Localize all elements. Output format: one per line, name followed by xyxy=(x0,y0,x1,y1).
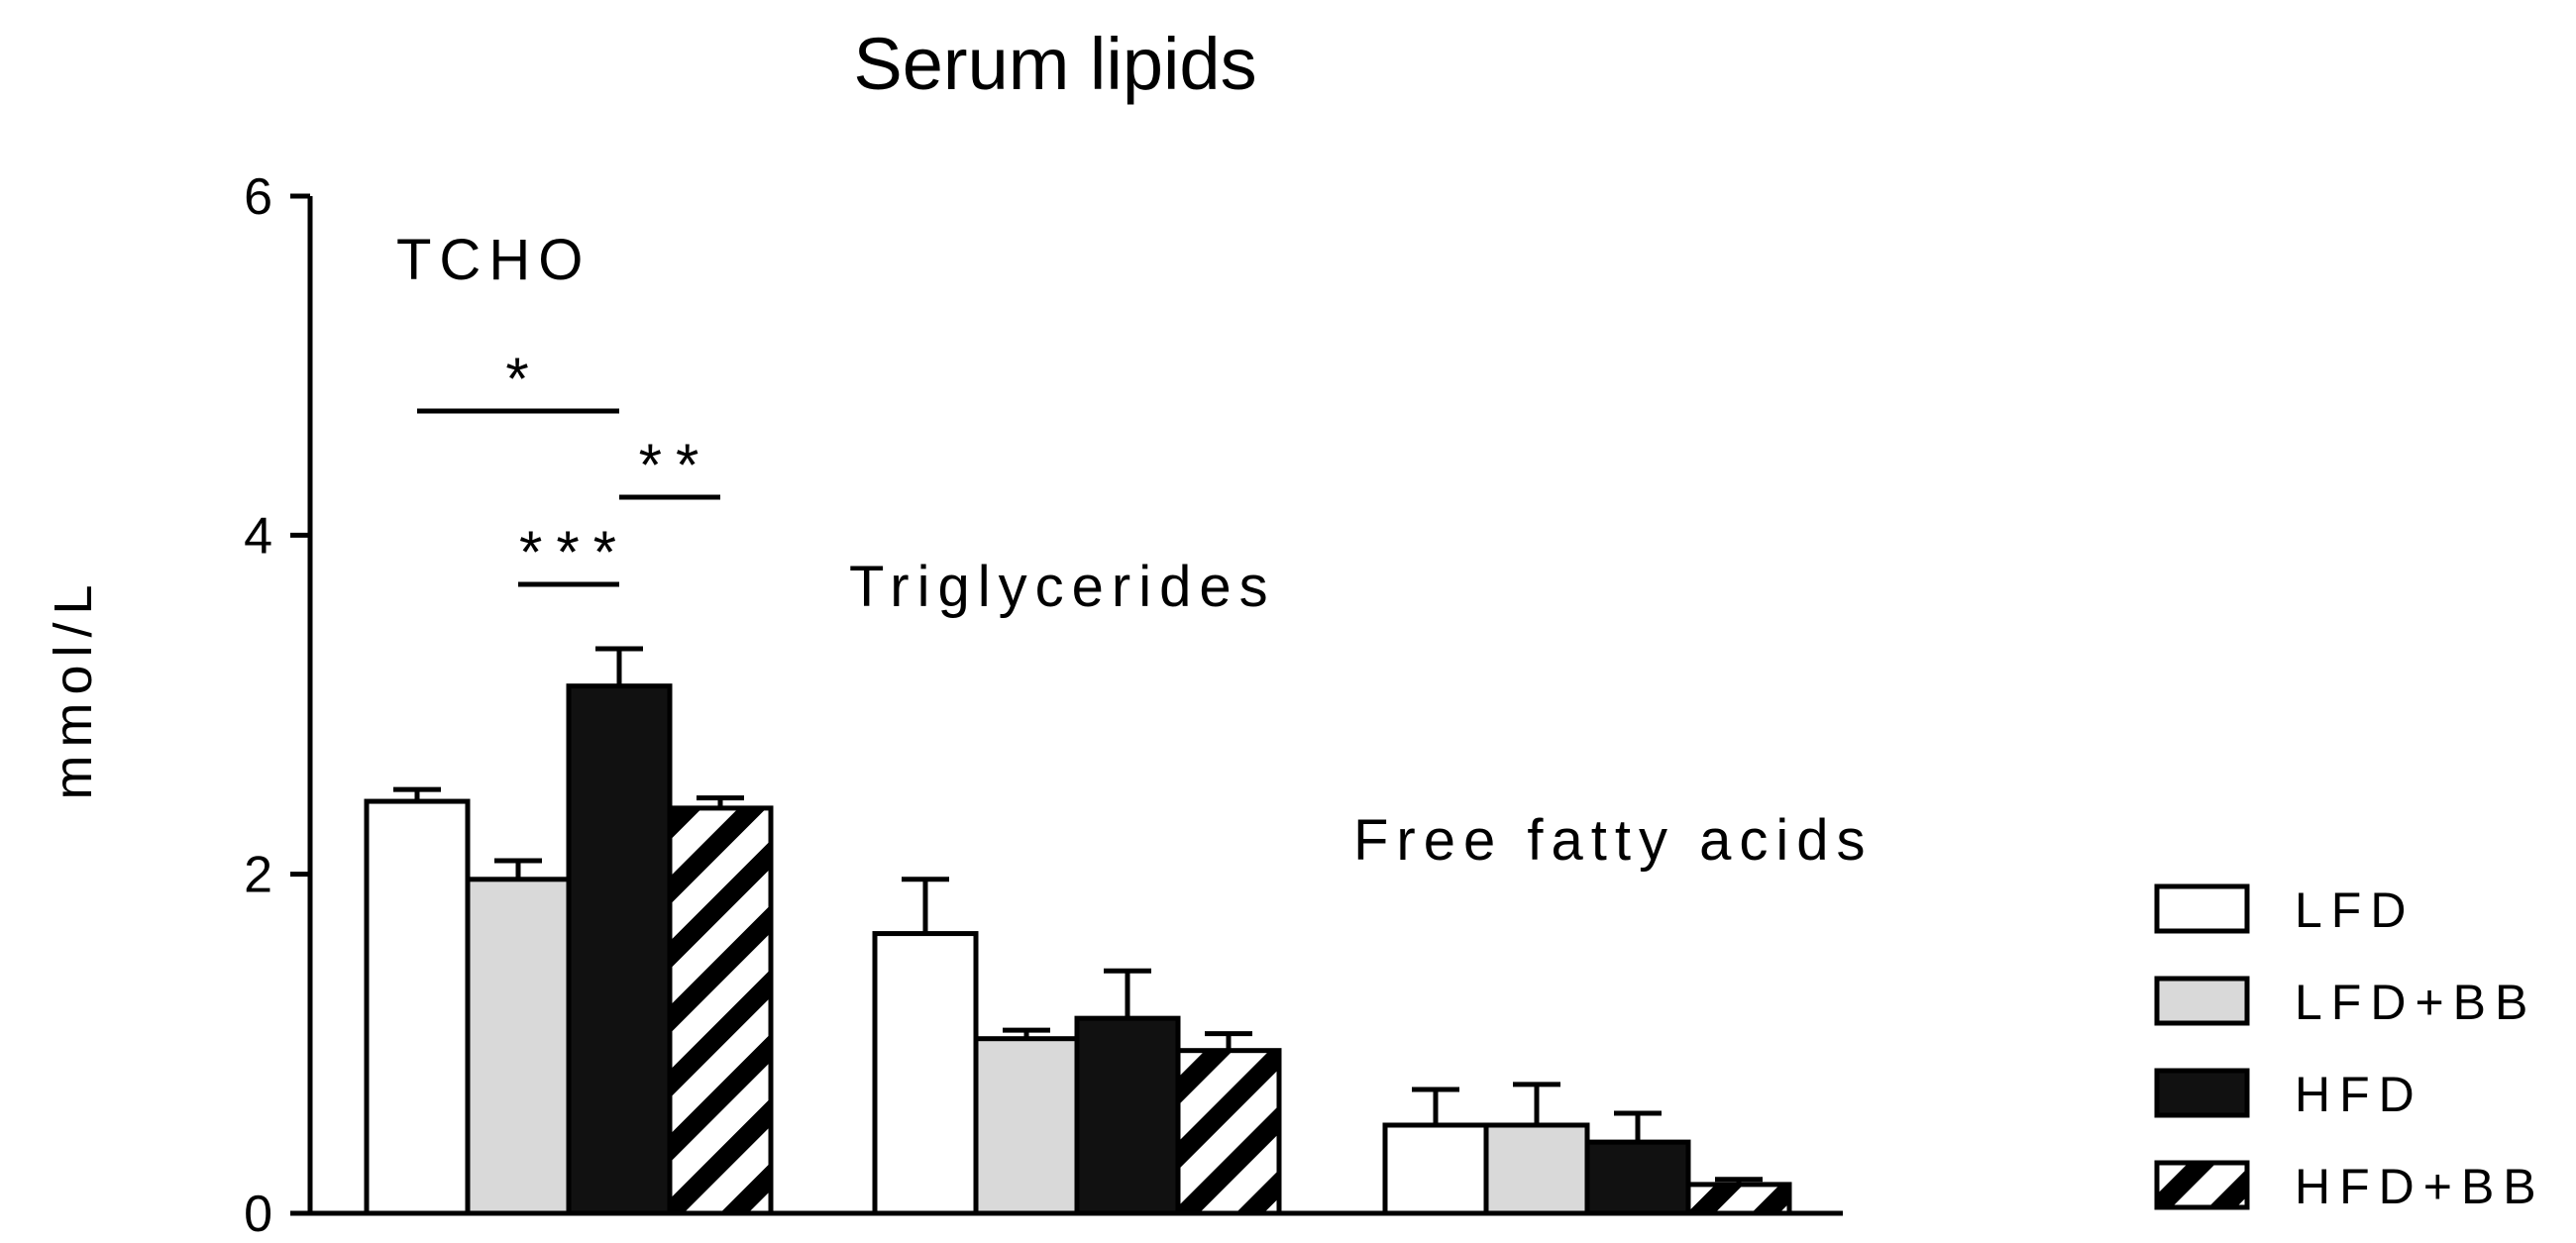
bar xyxy=(973,1036,1080,1216)
y-tick-label: 4 xyxy=(244,507,272,565)
category-label: TCHO xyxy=(396,228,590,292)
bars xyxy=(364,646,1792,1216)
legend-swatch xyxy=(2154,883,2250,934)
legend-label: LFD+BB xyxy=(2295,975,2536,1030)
category-label: Triglycerides xyxy=(849,555,1276,619)
legend-swatch xyxy=(2154,1160,2250,1210)
legend-swatch xyxy=(2154,1068,2250,1118)
bar xyxy=(364,798,471,1216)
significance-label: * xyxy=(505,346,542,412)
y-axis-label: mmol/L xyxy=(44,576,103,799)
bar xyxy=(872,931,979,1216)
bar xyxy=(1685,1182,1792,1216)
bar xyxy=(566,683,673,1216)
bar xyxy=(1382,1122,1489,1216)
significance-label: ** xyxy=(639,432,713,498)
bar xyxy=(465,877,572,1216)
bar xyxy=(667,805,774,1216)
legend-label: LFD xyxy=(2295,882,2415,938)
category-label: Free fatty acids xyxy=(1353,808,1873,873)
legend-swatch xyxy=(2154,976,2250,1026)
y-tick-label: 0 xyxy=(244,1186,272,1243)
bar xyxy=(1175,1048,1282,1216)
bar xyxy=(1074,1015,1181,1216)
chart-title: Serum lipids xyxy=(853,23,1256,105)
significance-marks: ****** xyxy=(417,346,720,587)
y-tick-label: 6 xyxy=(244,168,272,226)
bar xyxy=(1584,1139,1691,1216)
significance-label: *** xyxy=(519,519,630,585)
bar xyxy=(1483,1122,1590,1216)
y-tick-label: 2 xyxy=(244,847,272,904)
legend-label: HFD+BB xyxy=(2295,1159,2545,1214)
legend: LFD LFD+BB HFD HFD+BB xyxy=(2154,882,2545,1214)
legend-label: HFD xyxy=(2295,1067,2423,1122)
